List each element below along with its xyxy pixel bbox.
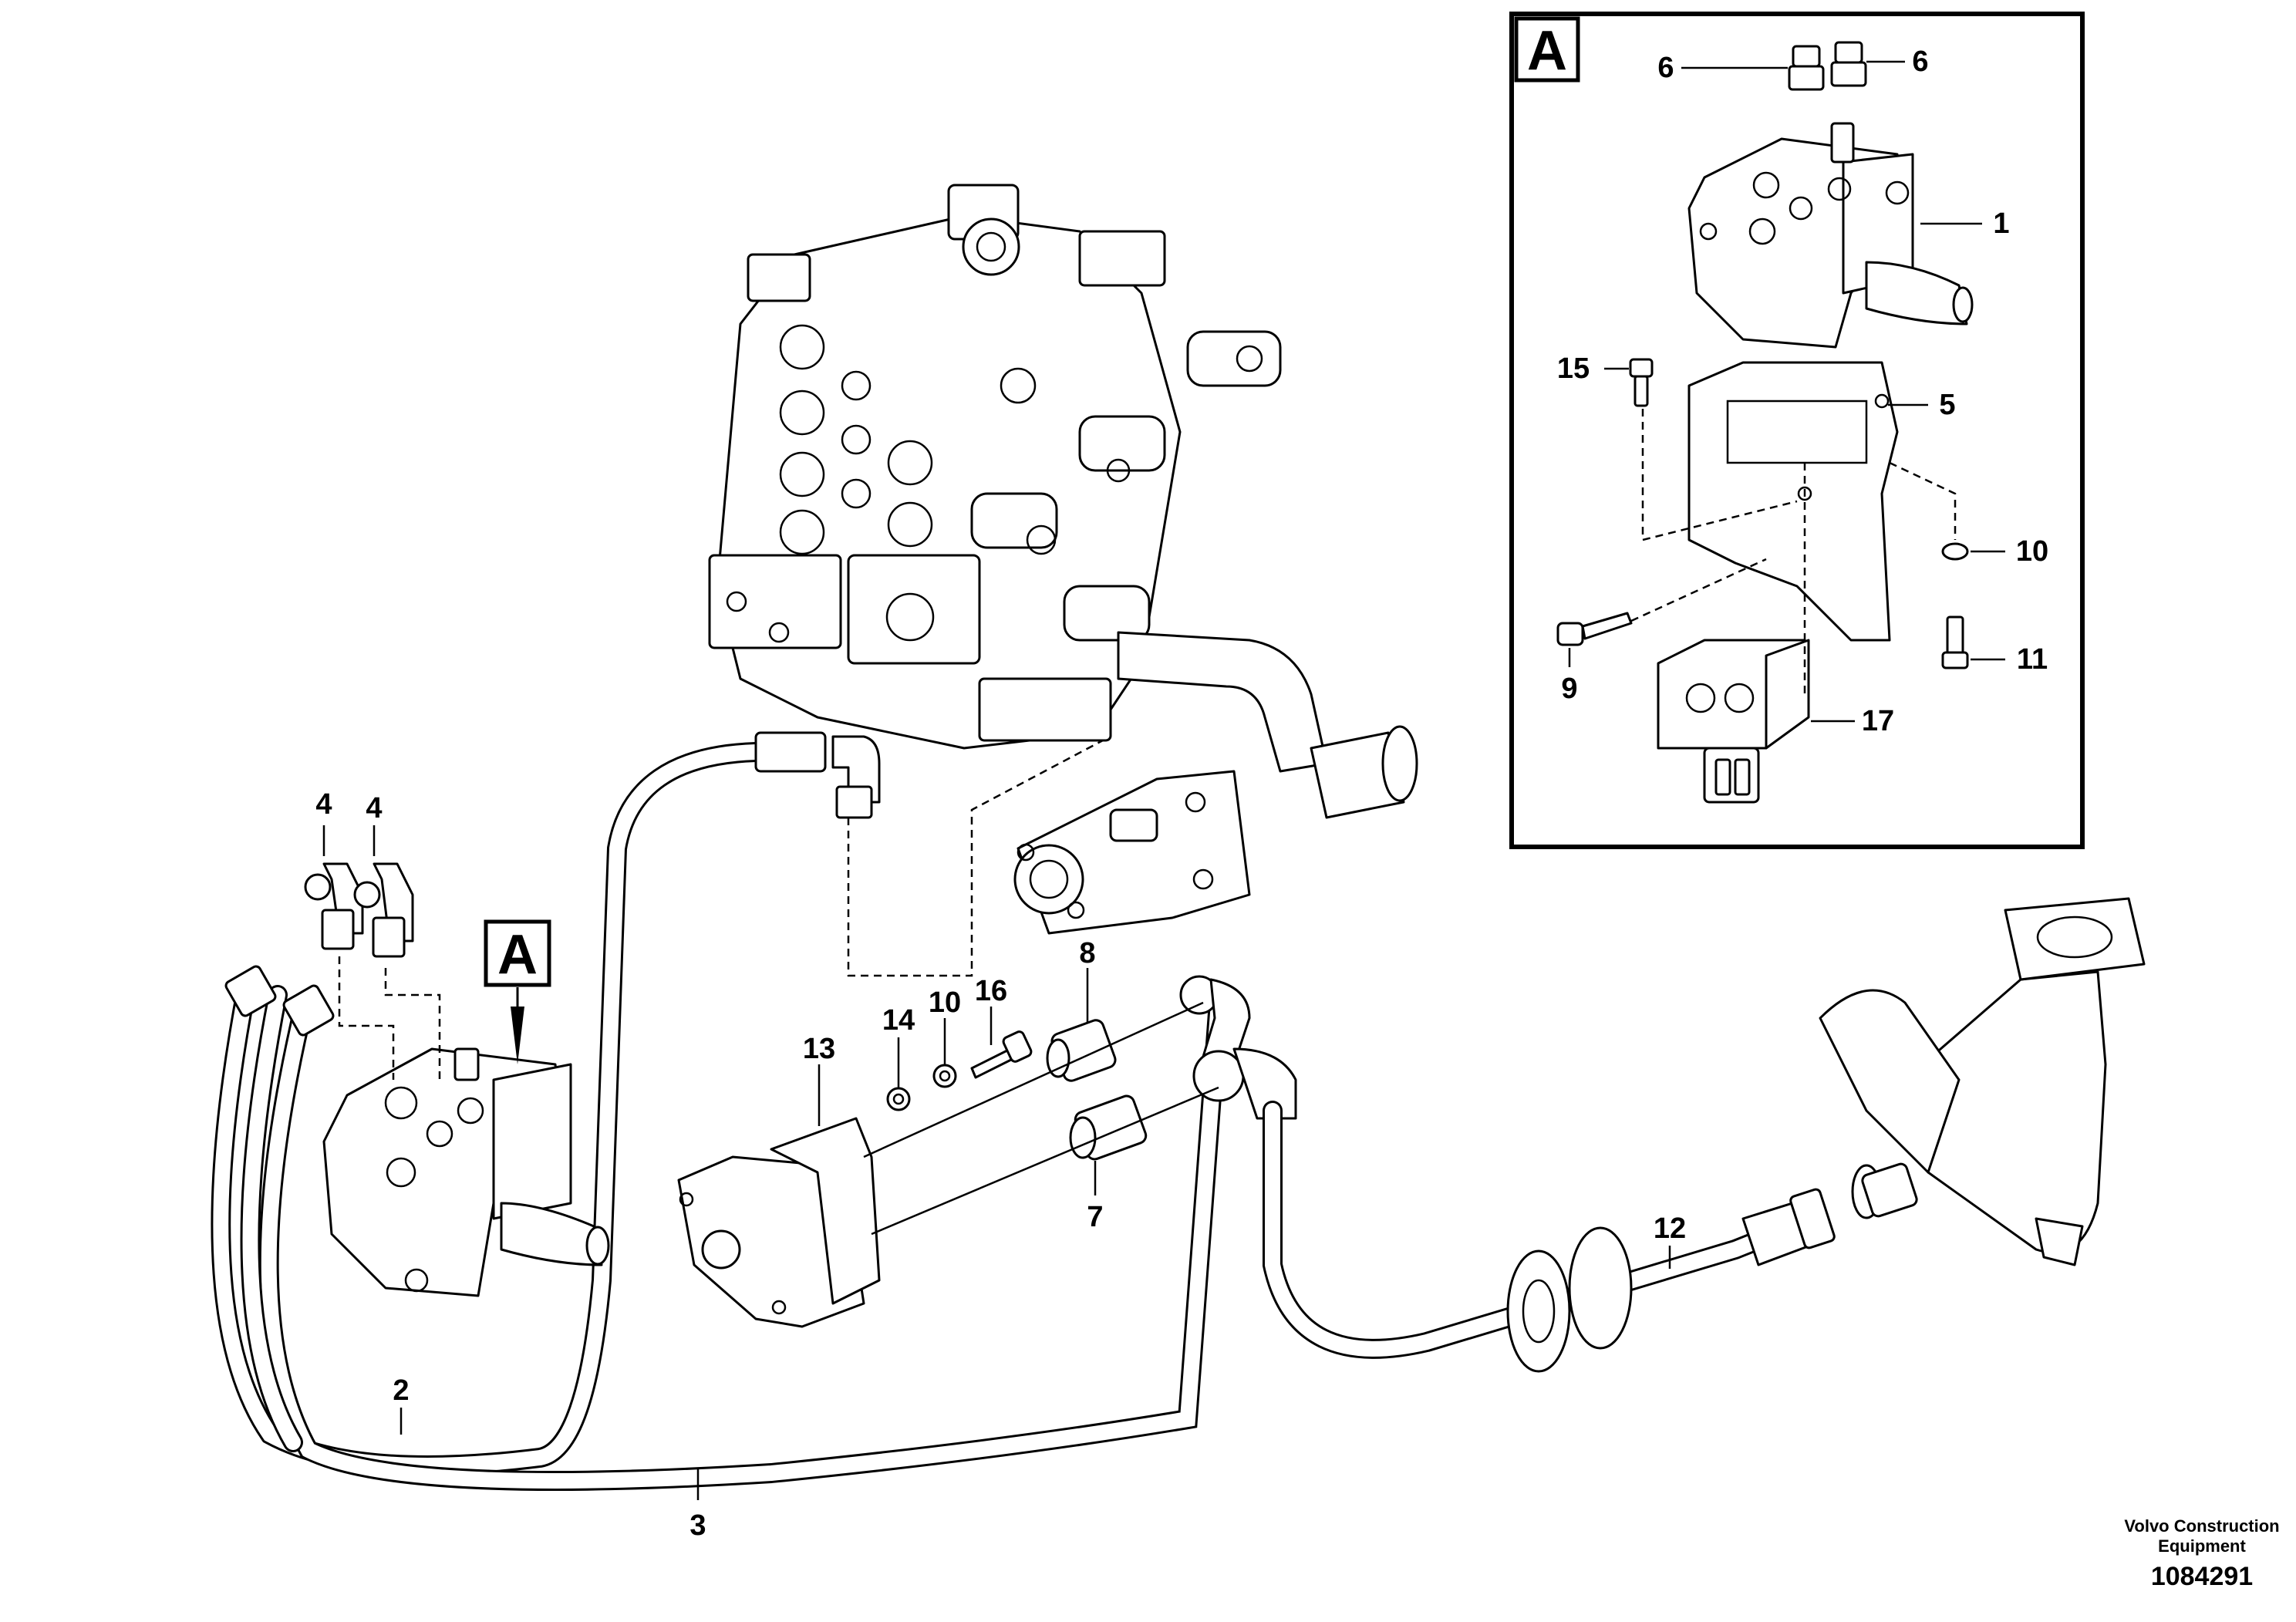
flange-connector (1013, 770, 1251, 935)
callout-11: 11 (2017, 643, 2048, 676)
callout-14: 14 (882, 1004, 915, 1037)
callout-13: 13 (803, 1033, 835, 1065)
callout-1: 1 (1993, 207, 2009, 240)
callout-4-right: 4 (366, 792, 382, 824)
callout-15: 15 (1557, 352, 1590, 385)
screw-9 (1556, 612, 1633, 646)
hose-4-line (240, 985, 303, 1452)
callout-3: 3 (689, 1509, 706, 1542)
elbow-fitting-left (304, 862, 364, 950)
bracket-5 (1687, 361, 1899, 642)
hose-end-fitting (754, 731, 881, 819)
callout-6-left: 6 (1657, 52, 1674, 84)
detail-marker-label: A (497, 924, 538, 986)
washer-10-lower (932, 1064, 957, 1088)
callout-7: 7 (1087, 1201, 1103, 1233)
solenoid-valve-17 (1657, 639, 1810, 804)
callout-17: 17 (1862, 705, 1894, 737)
o-ring-14 (886, 1087, 911, 1111)
screw-11 (1941, 615, 1969, 669)
auxiliary-valve (322, 1047, 610, 1297)
callout-9: 9 (1561, 673, 1577, 705)
callout-5: 5 (1939, 389, 1955, 421)
hose-nut-left (224, 965, 335, 1037)
fitting-7 (1069, 1094, 1148, 1161)
plug-fitting-6-left (1788, 45, 1825, 91)
main-control-valve (708, 184, 1418, 819)
hose-2 (211, 742, 766, 1475)
gear-pump (677, 1117, 881, 1328)
washer-10-upper (1941, 542, 1969, 561)
suction-pipe (1819, 897, 2146, 1266)
callout-8: 8 (1079, 937, 1095, 969)
detail-box-label: A (1527, 20, 1567, 82)
callout-6-right: 6 (1912, 46, 1928, 78)
elbow-fittings-right (1179, 975, 1297, 1120)
drawing-number: 1084291 (2151, 1562, 2253, 1591)
detail-box-a: A (1509, 12, 2085, 849)
elbow-fitting-right (353, 862, 414, 958)
detail-marker-a: A (484, 919, 551, 1064)
company-name-line1: Volvo Construction (2124, 1516, 2279, 1536)
callout-2: 2 (393, 1374, 409, 1407)
hose-12 (1263, 1101, 1836, 1373)
screw-15 (1629, 358, 1654, 407)
fitting-right-end (1851, 1162, 1918, 1219)
callout-16: 16 (975, 975, 1007, 1007)
plug-fitting-6-right (1830, 41, 1867, 87)
callout-12: 12 (1654, 1212, 1686, 1245)
company-name-line2: Equipment (2158, 1536, 2246, 1556)
callout-10-lower: 10 (929, 986, 961, 1019)
callout-10-upper: 10 (2016, 535, 2048, 568)
hose-3 (258, 993, 1229, 1491)
valve-1 (1687, 122, 1974, 349)
callout-4-left: 4 (315, 788, 332, 821)
fitting-8 (1046, 1019, 1117, 1082)
screw-16 (970, 1030, 1033, 1079)
